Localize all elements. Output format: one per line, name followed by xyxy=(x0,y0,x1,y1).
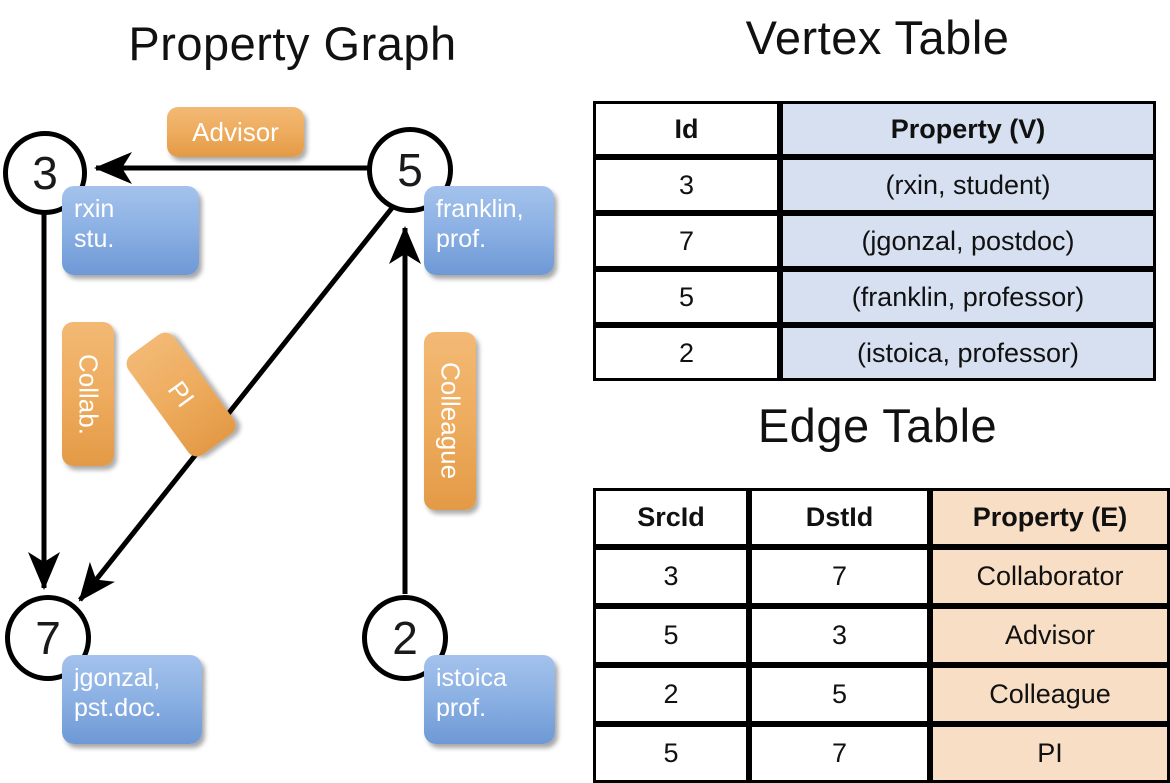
node-property-jgonzal-line2: pst.doc. xyxy=(74,693,162,722)
vertex-table-header-row: Id Property (V) xyxy=(593,101,1156,157)
node-property-box-jgonzal[interactable]: jgonzal, pst.doc. xyxy=(62,655,202,744)
graph-node-7-label: 7 xyxy=(35,612,61,664)
edge-table: SrcId DstId Property (E) 3 7 Collaborato… xyxy=(593,488,1170,783)
property-graph-diagram: 3 5 7 2 rxin stu. franklin, prof. jgonza… xyxy=(0,0,585,760)
edge-table-row[interactable]: 3 7 Collaborator xyxy=(593,547,1170,606)
node-property-franklin-line1: franklin, xyxy=(436,195,524,223)
edge-cell-property: Collaborator xyxy=(930,547,1170,606)
node-property-istoica-line1: istoica xyxy=(436,664,507,692)
edge-table-header-row: SrcId DstId Property (E) xyxy=(593,488,1170,547)
edge-cell-srcid: 3 xyxy=(593,547,749,606)
node-property-jgonzal-line1: jgonzal, xyxy=(74,664,161,692)
vertex-cell-property: (jgonzal, postdoc) xyxy=(780,213,1156,269)
edge-cell-property: Colleague xyxy=(930,665,1170,724)
edge-table-row[interactable]: 5 7 PI xyxy=(593,724,1170,783)
node-property-rxin-line2: stu. xyxy=(74,224,115,253)
page-title-vertex-table: Vertex Table xyxy=(745,11,1010,64)
graph-node-5-label: 5 xyxy=(397,144,423,196)
edge-table-header-srcid: SrcId xyxy=(593,488,749,547)
edge-label-colleague-text: Colleague xyxy=(435,362,466,480)
edge-cell-srcid: 5 xyxy=(593,724,749,783)
edge-cell-property: PI xyxy=(930,724,1170,783)
vertex-cell-property: (istoica, professor) xyxy=(780,325,1156,381)
vertex-table-row[interactable]: 2 (istoica, professor) xyxy=(593,325,1156,381)
vertex-cell-property: (rxin, student) xyxy=(780,157,1156,213)
vertex-table-header-property: Property (V) xyxy=(780,101,1156,157)
edge-table-header-property: Property (E) xyxy=(930,488,1170,547)
node-property-rxin-line1: rxin xyxy=(74,195,115,223)
vertex-cell-id: 2 xyxy=(593,325,780,381)
vertex-table-row[interactable]: 7 (jgonzal, postdoc) xyxy=(593,213,1156,269)
vertex-table-row[interactable]: 5 (franklin, professor) xyxy=(593,269,1156,325)
edge-table-header-dstid: DstId xyxy=(749,488,930,547)
edge-label-colleague[interactable]: Colleague xyxy=(424,332,476,510)
edge-label-collab[interactable]: Collab. xyxy=(62,322,114,466)
edge-line-5-to-7 xyxy=(78,206,394,602)
edge-label-advisor-text: Advisor xyxy=(192,116,279,147)
page-title-edge-table: Edge Table xyxy=(757,399,998,452)
vertex-table: Id Property (V) 3 (rxin, student) 7 (jgo… xyxy=(593,101,1156,381)
vertex-cell-property: (franklin, professor) xyxy=(780,269,1156,325)
graph-edges-svg xyxy=(28,152,421,602)
node-property-box-franklin[interactable]: franklin, prof. xyxy=(424,186,554,275)
edge-table-row[interactable]: 2 5 Colleague xyxy=(593,665,1170,724)
node-property-box-istoica[interactable]: istoica prof. xyxy=(424,655,555,744)
edge-label-pi-text: PI xyxy=(162,375,201,413)
edge-cell-dstid: 5 xyxy=(749,665,930,724)
graph-node-5[interactable]: 5 xyxy=(367,127,453,213)
edge-cell-dstid: 3 xyxy=(749,606,930,665)
edge-cell-property: Advisor xyxy=(930,606,1170,665)
edge-cell-dstid: 7 xyxy=(749,547,930,606)
node-property-box-rxin[interactable]: rxin stu. xyxy=(62,186,199,275)
vertex-cell-id: 5 xyxy=(593,269,780,325)
node-property-franklin-line2: prof. xyxy=(436,224,487,253)
graph-node-3-label: 3 xyxy=(32,147,58,199)
edge-table-row[interactable]: 5 3 Advisor xyxy=(593,606,1170,665)
edge-cell-dstid: 7 xyxy=(749,724,930,783)
vertex-cell-id: 3 xyxy=(593,157,780,213)
graph-node-2-label: 2 xyxy=(392,612,418,664)
edge-label-advisor[interactable]: Advisor xyxy=(167,107,304,157)
graph-node-2[interactable]: 2 xyxy=(362,595,448,681)
edge-cell-srcid: 2 xyxy=(593,665,749,724)
edge-label-collab-text: Collab. xyxy=(73,353,104,435)
edge-cell-srcid: 5 xyxy=(593,606,749,665)
page-title-property-graph: Property Graph xyxy=(128,17,457,70)
vertex-cell-id: 7 xyxy=(593,213,780,269)
vertex-table-row[interactable]: 3 (rxin, student) xyxy=(593,157,1156,213)
node-property-istoica-line2: prof. xyxy=(436,693,487,722)
vertex-table-header-id: Id xyxy=(593,101,780,157)
